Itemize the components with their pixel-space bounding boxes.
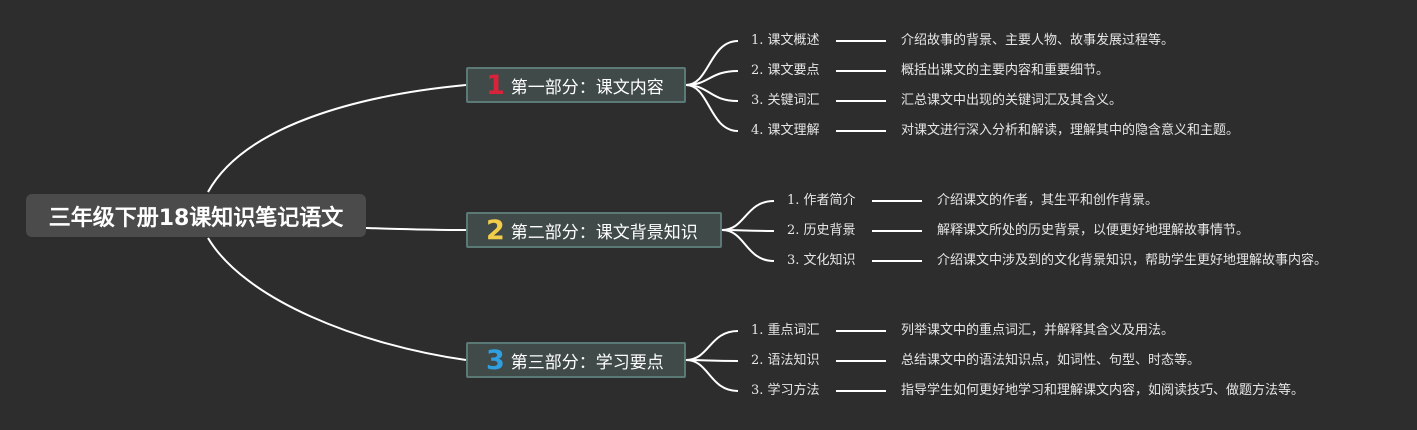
branch-node-3[interactable]: 3 第三部分：学习要点 [466, 342, 686, 378]
branch-node-2[interactable]: 2 第二部分：课文背景知识 [466, 212, 722, 248]
branch-1-to-leaf-1-line [685, 40, 739, 86]
leaf-label[interactable]: 1. 课文概述 [751, 33, 820, 48]
number-badge-icon: 2 [486, 214, 505, 246]
root-to-branch-1-line [207, 84, 467, 193]
leaf-label[interactable]: 2. 历史背景 [787, 223, 856, 238]
leaf-label[interactable]: 2. 课文要点 [751, 63, 820, 78]
leaf-description: 指导学生如何更好地学习和理解课文内容，如阅读技巧、做题方法等。 [901, 383, 1305, 398]
root-to-branch-2-line [365, 227, 467, 231]
leaf-description: 介绍课文中涉及到的文化背景知识，帮助学生更好地理解故事内容。 [937, 253, 1328, 268]
branch-title: 第一部分：课文内容 [510, 77, 664, 98]
root-title: 三年级下册18课知识笔记语文 [48, 205, 344, 231]
root-to-branch-3-line [207, 237, 467, 361]
leaf-description: 汇总课文中出现的关键词汇及其含义。 [901, 93, 1123, 108]
leaf-description: 介绍故事的背景、主要人物、故事发展过程等。 [901, 33, 1175, 48]
branch-2-to-leaf-1-line [721, 200, 775, 231]
leaf-label[interactable]: 2. 语法知识 [751, 353, 820, 368]
branch-title: 第三部分：学习要点 [510, 352, 664, 373]
leaf-label[interactable]: 1. 作者简介 [787, 193, 856, 208]
leaf-description: 概括出课文的主要内容和重要细节。 [901, 63, 1110, 78]
number-badge-icon: 1 [486, 69, 505, 101]
leaf-label[interactable]: 1. 重点词汇 [751, 323, 820, 338]
leaf-label[interactable]: 4. 课文理解 [751, 123, 820, 138]
leaf-description: 列举课文中的重点词汇，并解释其含义及用法。 [901, 323, 1175, 338]
branch-title: 第二部分：课文背景知识 [510, 222, 698, 243]
branch-1-to-leaf-4-line [685, 84, 739, 132]
branch-3-to-leaf-3-line [685, 359, 739, 392]
root-node[interactable]: 三年级下册18课知识笔记语文 [26, 194, 366, 237]
leaf-description: 总结课文中的语法知识点，如词性、句型、时态等。 [901, 353, 1201, 368]
branch-node-1[interactable]: 1 第一部分：课文内容 [466, 67, 686, 103]
leaf-label[interactable]: 3. 文化知识 [787, 253, 856, 268]
leaf-description: 对课文进行深入分析和解读，理解其中的隐含意义和主题。 [901, 123, 1240, 138]
leaf-label[interactable]: 3. 学习方法 [751, 383, 820, 398]
branch-3-to-leaf-1-line [685, 330, 739, 361]
leaf-description: 解释课文所处的历史背景，以便更好地理解故事情节。 [937, 223, 1250, 238]
branch-2-to-leaf-3-line [721, 229, 775, 262]
number-badge-icon: 3 [486, 344, 505, 376]
leaf-description: 介绍课文的作者，其生平和创作背景。 [937, 193, 1159, 208]
leaf-label[interactable]: 3. 关键词汇 [751, 93, 820, 108]
